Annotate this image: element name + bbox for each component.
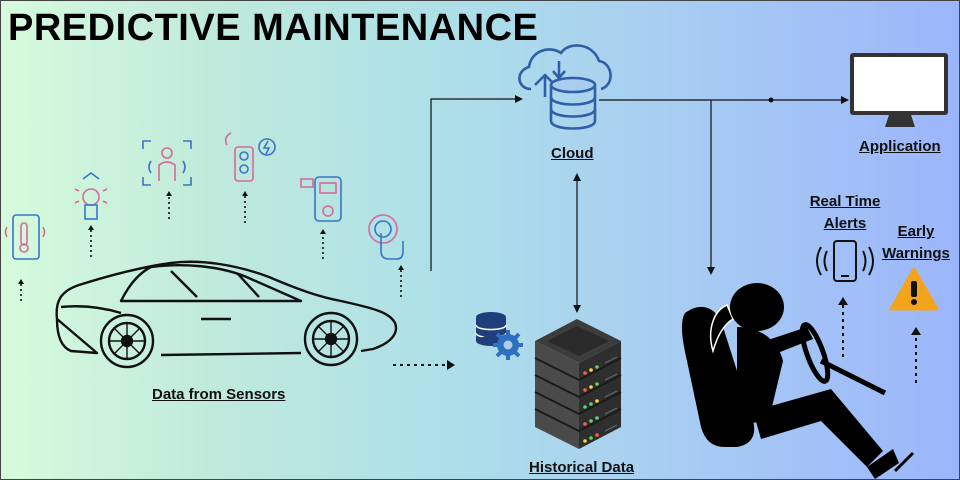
- warning-icon: [889, 267, 939, 311]
- data-from-sensors-label: Data from Sensors: [152, 386, 286, 403]
- meter-device-icon: [300, 176, 342, 222]
- sensor-arrowheads: [18, 191, 404, 284]
- touch-sensor-icon: [368, 214, 404, 260]
- sensor-arrows: [20, 195, 402, 301]
- sensors-to-cloud-line: [430, 95, 523, 271]
- lightbulb-sensor-icon: [74, 172, 108, 220]
- car-icon: [55, 260, 398, 369]
- historical-data-label: Historical Data: [529, 459, 635, 476]
- real-time-alerts-line1: Real Time: [809, 193, 881, 210]
- page-title: PREDICTIVE MAINTENANCE: [8, 7, 539, 49]
- application-label: Application: [859, 138, 941, 155]
- cloud-label: Cloud: [551, 145, 594, 162]
- real-time-alerts-label: Real Time Alerts: [801, 191, 889, 235]
- driver-icon: [681, 283, 915, 479]
- early-warnings-line2: Warnings: [882, 245, 950, 262]
- early-warnings-line1: Early: [897, 223, 935, 240]
- traffic-signal-sensor-icon: [224, 132, 276, 182]
- real-time-alerts-line2: Alerts: [823, 215, 867, 232]
- server-rack-icon: [534, 319, 622, 449]
- cloud-database-icon: [518, 44, 612, 130]
- smartphone-icon: [816, 240, 874, 282]
- presence-sensor-icon: [142, 140, 192, 186]
- thermometer-sensor-icon: [4, 214, 46, 260]
- database-gear-icon: [475, 312, 523, 360]
- monitor-icon: [850, 53, 948, 127]
- early-warnings-label: Early Warnings: [875, 221, 957, 265]
